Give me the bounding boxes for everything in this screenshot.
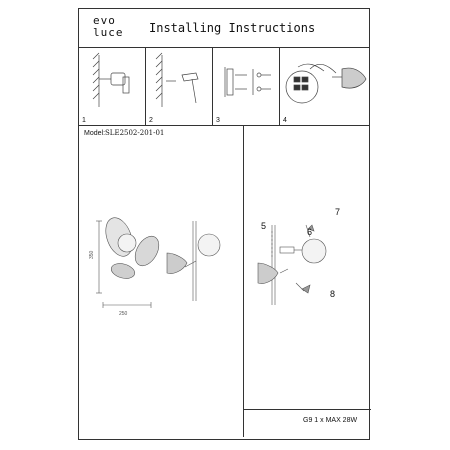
height-dimension-label: 350 — [89, 250, 95, 259]
wall-hammer-illustration — [155, 52, 199, 107]
model-value: SLE2502-201-01 — [105, 129, 165, 137]
step-2: 2 — [146, 47, 213, 125]
brand-logo: evo luce — [93, 15, 133, 39]
width-dimension-label: 250 — [119, 311, 128, 317]
assembly-drawing — [257, 224, 327, 305]
model-section: Model:SLE2502-201-01 350 250 — [79, 125, 369, 409]
logo-line-2: luce — [93, 26, 124, 39]
install-steps: 1 2 — [79, 47, 369, 126]
step-number: 3 — [216, 117, 220, 124]
wiring-shade-illustration — [285, 63, 367, 104]
logo-line-1: evo — [93, 14, 116, 27]
callout-5: 5 — [261, 221, 267, 231]
bracket-screws-illustration — [224, 67, 271, 97]
instruction-sheet: evo luce Installing Instructions 1 — [78, 8, 371, 440]
wall-drill-illustration — [92, 52, 130, 107]
model-label: Model: — [84, 130, 106, 137]
step-1: 1 — [79, 47, 146, 125]
dimension-drawing: 350 250 — [89, 217, 221, 317]
callout-7: 7 — [335, 207, 341, 217]
page-title: Installing Instructions — [149, 21, 316, 35]
step-number: 1 — [82, 117, 86, 124]
panel-divider — [243, 125, 244, 437]
header: evo luce Installing Instructions — [79, 9, 369, 48]
callout-8: 8 — [330, 289, 336, 299]
spec-divider — [243, 409, 371, 410]
model-number: Model:SLE2502-201-01 — [84, 129, 164, 137]
bulb-spec: G9 1 x MAX 28W — [303, 417, 358, 424]
callout-6: 6 — [307, 227, 313, 237]
step-4: 4 — [280, 47, 371, 125]
step-number: 2 — [149, 117, 153, 124]
step-number: 4 — [283, 117, 287, 124]
step-3: 3 — [213, 47, 280, 125]
